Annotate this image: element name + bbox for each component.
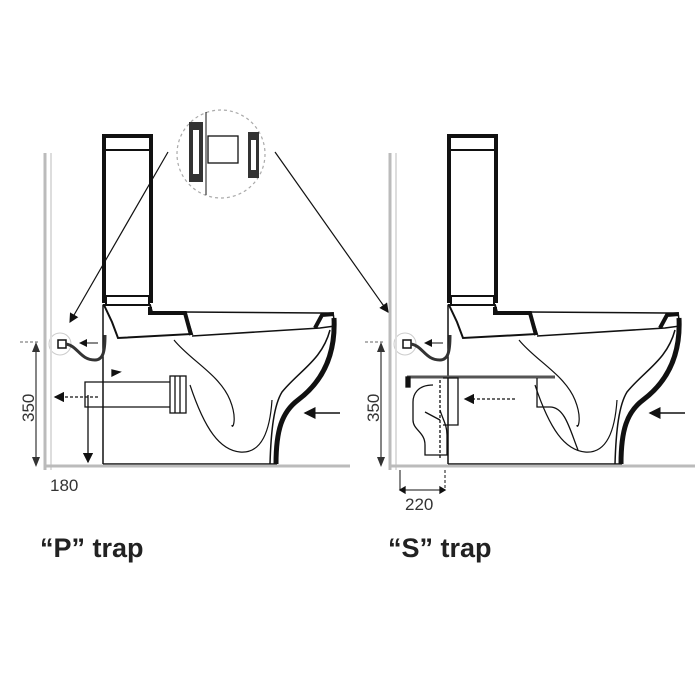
width-dimension-label: 220 bbox=[405, 495, 433, 514]
p-trap-outlet-pipe bbox=[53, 369, 187, 464]
leader-line bbox=[274, 151, 389, 313]
s-trap-outlet-pipe bbox=[398, 375, 579, 495]
toilet-side-view bbox=[20, 136, 350, 470]
s-trap-diagram: 350 220 “S” trap bbox=[364, 136, 695, 563]
p-trap-diagram: 350 180 “P” trap bbox=[19, 109, 389, 563]
leader-line bbox=[69, 151, 169, 324]
p-trap-title: “P” trap bbox=[40, 533, 144, 563]
height-dimension-label: 350 bbox=[364, 394, 383, 422]
height-dimension-label: 350 bbox=[19, 394, 38, 422]
s-trap-title: “S” trap bbox=[388, 533, 492, 563]
toilet-side-view bbox=[365, 136, 695, 470]
magnified-valve-detail bbox=[176, 109, 266, 199]
width-dimension-label: 180 bbox=[50, 476, 78, 495]
